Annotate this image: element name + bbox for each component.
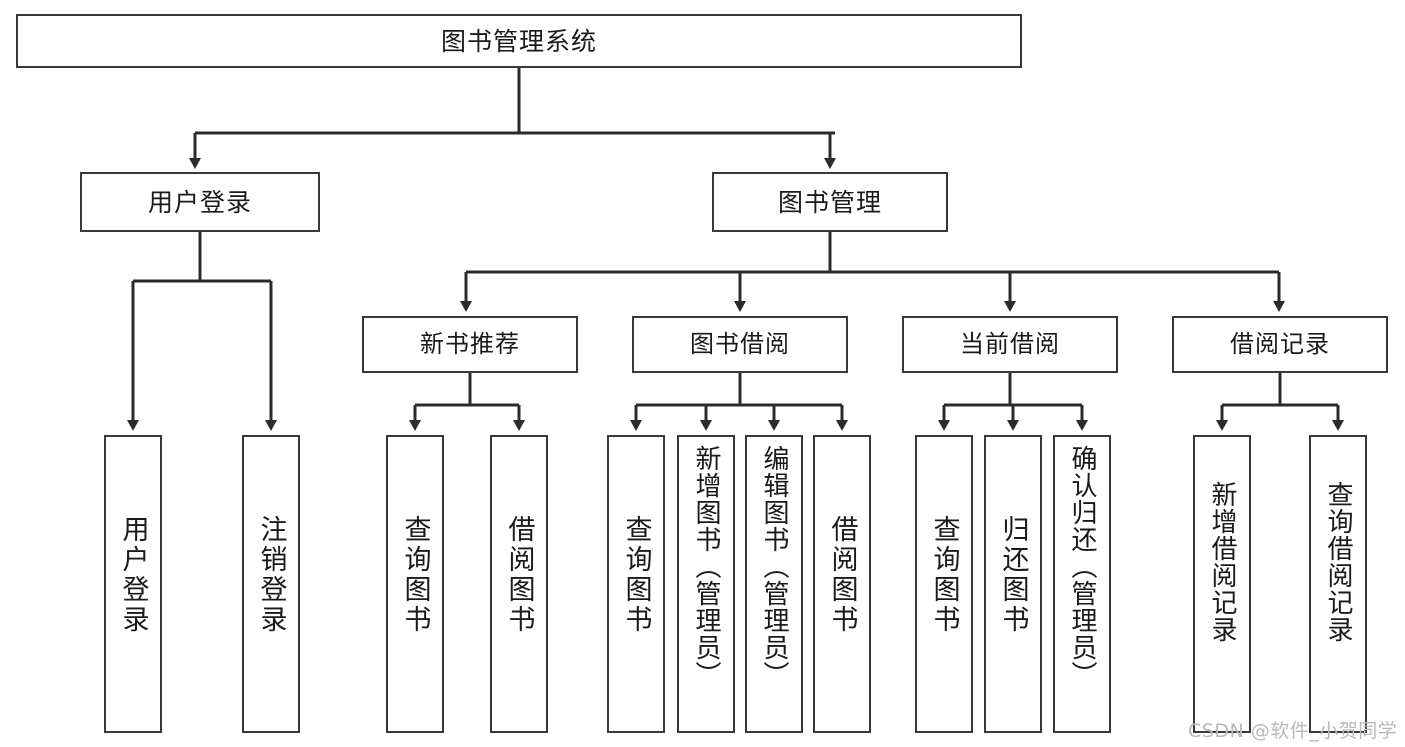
- node-user-login[interactable]: 用户登录: [80, 172, 320, 232]
- node-borrow-record[interactable]: 借阅记录: [1172, 316, 1388, 373]
- node-label: 编辑图书（管理员）: [759, 445, 789, 688]
- node-current-borrow[interactable]: 当前借阅: [902, 316, 1118, 373]
- node-label: 查询借阅记录: [1323, 481, 1353, 643]
- node-label: 图书管理: [777, 187, 882, 217]
- node-label: 借阅记录: [1230, 329, 1330, 358]
- leaf-add-borrow-record[interactable]: 新增借阅记录: [1193, 435, 1251, 733]
- leaf-add-book-admin[interactable]: 新增图书（管理员）: [677, 435, 735, 733]
- leaf-edit-book-admin[interactable]: 编辑图书（管理员）: [745, 435, 803, 733]
- node-label: 查询图书: [928, 515, 960, 635]
- leaf-user-login[interactable]: 用户登录: [104, 435, 162, 733]
- node-label: 查询图书: [620, 515, 652, 635]
- node-label: 注销登录: [255, 515, 287, 635]
- leaf-confirm-return-admin[interactable]: 确认归还（管理员）: [1053, 435, 1111, 733]
- node-new-book-recommend[interactable]: 新书推荐: [362, 316, 578, 373]
- node-label: 新增借阅记录: [1207, 481, 1237, 643]
- leaf-query-book-recommend[interactable]: 查询图书: [386, 435, 444, 733]
- node-label: 新书推荐: [420, 329, 520, 358]
- node-label: 借阅图书: [503, 515, 535, 635]
- node-label: 确认归还（管理员）: [1067, 445, 1097, 688]
- leaf-borrow-book-recommend[interactable]: 借阅图书: [490, 435, 548, 733]
- leaf-borrow-book[interactable]: 借阅图书: [813, 435, 871, 733]
- leaf-logout-login[interactable]: 注销登录: [242, 435, 300, 733]
- node-root-system[interactable]: 图书管理系统: [16, 14, 1022, 68]
- node-label: 借阅图书: [826, 515, 858, 635]
- leaf-query-borrow-record[interactable]: 查询借阅记录: [1309, 435, 1367, 733]
- node-book-management[interactable]: 图书管理: [712, 172, 948, 232]
- node-label: 用户登录: [147, 187, 252, 217]
- node-book-borrow[interactable]: 图书借阅: [632, 316, 848, 373]
- node-label: 图书借阅: [690, 329, 790, 358]
- leaf-query-book-current[interactable]: 查询图书: [915, 435, 973, 733]
- csdn-watermark: CSDN @软件_小贺同学: [1188, 720, 1398, 742]
- node-label: 新增图书（管理员）: [691, 445, 721, 688]
- node-label: 用户登录: [117, 515, 149, 635]
- node-label: 当前借阅: [960, 329, 1060, 358]
- node-label: 归还图书: [997, 515, 1029, 635]
- leaf-return-book[interactable]: 归还图书: [984, 435, 1042, 733]
- node-label: 查询图书: [399, 515, 431, 635]
- node-label: 图书管理系统: [440, 26, 597, 56]
- leaf-query-book-borrow[interactable]: 查询图书: [607, 435, 665, 733]
